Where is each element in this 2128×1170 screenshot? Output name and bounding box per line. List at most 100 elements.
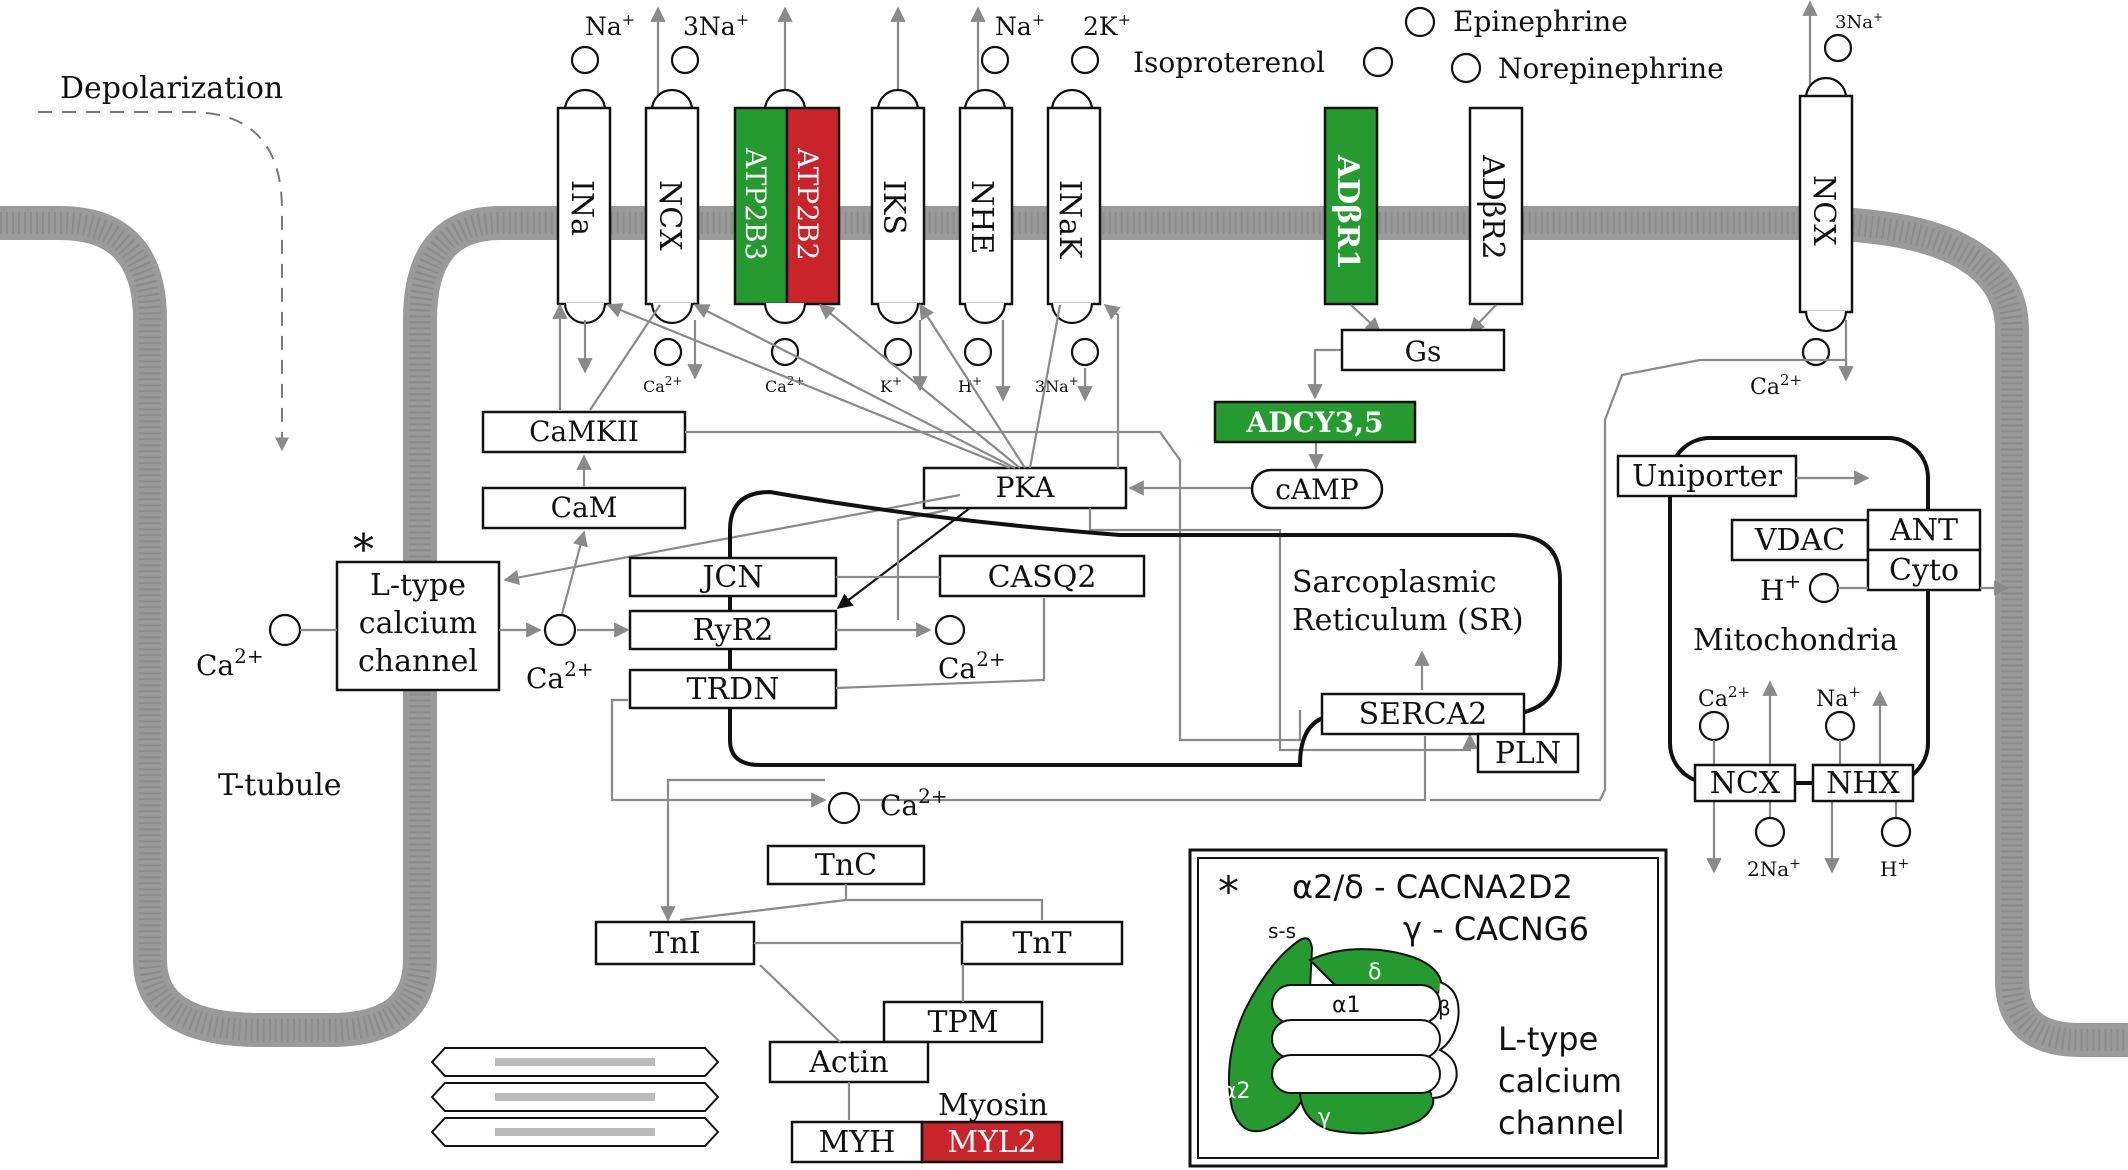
depolarization-arrow bbox=[38, 111, 289, 452]
myh-label: MYH bbox=[819, 1125, 896, 1160]
ligands: Epinephrine Isoproterenol Norepinephrine bbox=[1133, 5, 1724, 85]
ion-circle bbox=[1808, 572, 1840, 604]
t-tubule-label: T-tubule bbox=[218, 768, 342, 803]
svg-text:Na+: Na+ bbox=[1816, 683, 1861, 712]
legend-title-1: L-type bbox=[1498, 1020, 1598, 1058]
ion-circle bbox=[827, 791, 861, 825]
cam-label: CaM bbox=[551, 491, 618, 524]
legend-title-2: calcium bbox=[1498, 1062, 1622, 1100]
cam-box bbox=[481, 486, 687, 530]
svg-text:ATP2B3: ATP2B3 bbox=[739, 147, 772, 260]
svg-text:α1: α1 bbox=[1332, 993, 1361, 1018]
svg-text:NCX: NCX bbox=[652, 180, 687, 251]
casq2-box bbox=[938, 554, 1146, 598]
adcy-box bbox=[1213, 400, 1417, 444]
ion-circle bbox=[1823, 33, 1853, 63]
nhx-box bbox=[1811, 763, 1915, 803]
camp-label: cAMP bbox=[1275, 473, 1358, 506]
svg-text:H+: H+ bbox=[1880, 856, 1909, 881]
myl2-label: MYL2 bbox=[947, 1125, 1037, 1160]
channel-ncx-right: NCX bbox=[1798, 76, 1854, 333]
norepinephrine-label: Norepinephrine bbox=[1498, 52, 1724, 85]
tnt-box bbox=[960, 920, 1124, 966]
ltype-label-3: channel bbox=[358, 644, 478, 679]
channel-atp2b3-atp2b2: ATP2B3 ATP2B2 bbox=[733, 88, 841, 325]
ion-circle bbox=[570, 45, 600, 75]
svg-text:δ: δ bbox=[1368, 960, 1381, 985]
bottom-ion-labels: Ca2+ Ca2+ K+ H+ 3Na+ Ca2+ bbox=[577, 320, 1854, 402]
vdac-box bbox=[1730, 518, 1870, 562]
svg-text:Ca2+: Ca2+ bbox=[643, 374, 682, 396]
ryr2-box bbox=[628, 609, 838, 651]
ion-circle bbox=[1070, 45, 1100, 75]
jcn-label: JCN bbox=[699, 560, 763, 595]
svg-text:H+: H+ bbox=[958, 374, 982, 396]
ltype-box bbox=[335, 560, 501, 692]
pka-label: PKA bbox=[996, 471, 1056, 504]
mitochondria-label: Mitochondria bbox=[1693, 623, 1898, 658]
receptor-adb2: ADβR2 bbox=[1468, 106, 1524, 306]
ltype-label-1: L-type bbox=[370, 568, 466, 603]
epinephrine-label: Epinephrine bbox=[1453, 5, 1628, 38]
tpm-box bbox=[882, 1000, 1044, 1044]
actin-box bbox=[768, 1040, 930, 1084]
svg-text:s-s: s-s bbox=[1268, 919, 1296, 943]
legend-panel: * α2/δ - CACNA2D2 γ - CACNG6 s-s δ α1 β … bbox=[1188, 848, 1668, 1168]
tnc-box bbox=[766, 844, 926, 886]
svg-text:NHE: NHE bbox=[964, 180, 999, 254]
svg-text:ADβR1: ADβR1 bbox=[1330, 154, 1365, 270]
legend-gamma: γ - CACNG6 bbox=[1403, 910, 1589, 948]
svg-text:2Na+: 2Na+ bbox=[1747, 856, 1801, 881]
svg-text:Ca2+: Ca2+ bbox=[765, 374, 804, 396]
ncx-mito-label: NCX bbox=[1710, 766, 1781, 801]
signaling-lines bbox=[1128, 304, 1497, 496]
svg-text:ADβR2: ADβR2 bbox=[1475, 154, 1510, 260]
ion-circle bbox=[543, 613, 577, 647]
sarcomere-filaments-icon bbox=[430, 1047, 720, 1147]
svg-text:K+: K+ bbox=[880, 374, 902, 396]
svg-text:Ca2+: Ca2+ bbox=[196, 644, 264, 682]
legend-title-3: channel bbox=[1498, 1104, 1625, 1142]
pln-label: PLN bbox=[1495, 736, 1561, 771]
legend-a2d: α2/δ - CACNA2D2 bbox=[1292, 868, 1573, 906]
tnt-label: TnT bbox=[1012, 926, 1071, 961]
channel-nhe: NHE bbox=[958, 88, 1014, 325]
uniporter-label: Uniporter bbox=[1632, 459, 1783, 494]
receptor-adb1: ADβR1 bbox=[1323, 106, 1379, 306]
ltype-label-2: calcium bbox=[359, 606, 477, 641]
svg-text:γ: γ bbox=[1318, 1105, 1331, 1130]
svg-text:3Na+: 3Na+ bbox=[1035, 374, 1079, 396]
svg-text:INa: INa bbox=[564, 180, 599, 236]
serca2-label: SERCA2 bbox=[1359, 697, 1488, 732]
top-ion-labels: Na+ 3Na+ Na+ 2K+ 3Na+ bbox=[570, 10, 1883, 75]
svg-text:2K+: 2K+ bbox=[1083, 10, 1131, 41]
camkii-pka-lines bbox=[503, 303, 1478, 752]
tni-label: TnI bbox=[649, 926, 700, 961]
svg-text:β: β bbox=[1438, 996, 1451, 1020]
trdn-label: TRDN bbox=[687, 672, 780, 707]
camp-box bbox=[1250, 468, 1384, 510]
svg-text:3Na+: 3Na+ bbox=[1835, 10, 1883, 33]
camkii-label: CaMKII bbox=[529, 415, 639, 448]
ion-circle bbox=[980, 45, 1010, 75]
adcy-label: ADCY3,5 bbox=[1246, 406, 1384, 439]
ion-circle bbox=[268, 613, 302, 647]
myh-box bbox=[790, 1120, 924, 1164]
depolarization-label: Depolarization bbox=[60, 71, 283, 106]
trdn-box bbox=[628, 668, 838, 710]
top-arrows bbox=[650, 0, 1818, 105]
gs-box bbox=[1340, 328, 1506, 372]
vdac-label: VDAC bbox=[1754, 523, 1845, 558]
cyto-label: Cyto bbox=[1889, 553, 1959, 588]
mito-exchangers: Ca2+ Na+ 2Na+ H+ bbox=[1698, 680, 1912, 881]
uniporter-box bbox=[1616, 454, 1798, 498]
channel-ncx-left: NCX bbox=[644, 88, 700, 325]
gs-label: Gs bbox=[1405, 335, 1442, 368]
casq2-label: CASQ2 bbox=[988, 560, 1097, 595]
ant-box bbox=[1866, 508, 1982, 552]
svg-text:Ca2+: Ca2+ bbox=[938, 647, 1006, 685]
svg-text:INaK: INaK bbox=[1052, 180, 1087, 259]
atp2b3-green bbox=[733, 106, 789, 306]
